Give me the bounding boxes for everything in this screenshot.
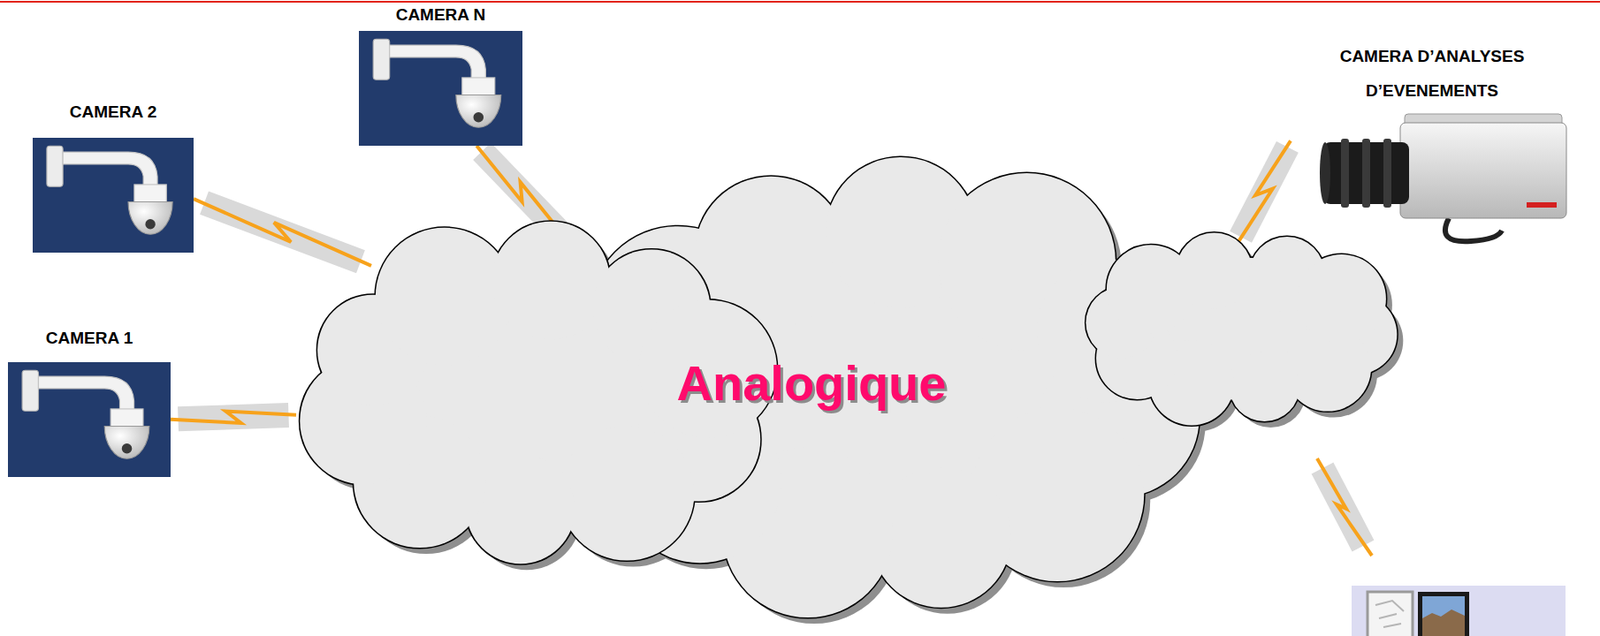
dome-housing <box>462 77 496 97</box>
camera-label: CAMERA N <box>358 4 523 26</box>
cloud-fill <box>1085 233 1397 427</box>
lens-ring <box>1340 138 1349 208</box>
camera-node: CAMERA 2 <box>32 99 194 253</box>
camera-body <box>1400 122 1567 219</box>
cloud-bump <box>559 426 695 562</box>
network-label: Analogique <box>677 354 947 412</box>
wall-plate <box>373 38 390 80</box>
wireless-link-icon <box>1317 458 1372 557</box>
monitor-wall <box>1351 586 1566 636</box>
dome-bubble <box>456 94 502 128</box>
camera-label: CAMERA 2 <box>32 101 194 123</box>
screen-photo <box>1422 609 1465 636</box>
lens-front <box>1319 142 1331 205</box>
brand-mark <box>1526 202 1557 208</box>
wall-plate <box>22 370 39 412</box>
dome-housing <box>134 184 167 204</box>
dome-housing <box>110 409 144 428</box>
camera-label: CAMERA 1 <box>12 327 167 350</box>
wall-plate <box>46 145 63 187</box>
lens-ring <box>1383 138 1392 208</box>
wireless-link <box>170 411 297 423</box>
network-cloud: Analogique <box>296 150 1402 633</box>
cloud-bump <box>1297 254 1387 343</box>
lightning-bolt <box>1317 458 1372 557</box>
screen-photo <box>1422 596 1465 636</box>
link-band <box>178 415 290 420</box>
monitor-screen <box>1417 592 1470 636</box>
cloud-bump <box>1229 351 1300 422</box>
mount-arm <box>389 45 487 80</box>
cloud-bump <box>491 221 610 341</box>
top-rule <box>0 0 1600 3</box>
cloud-bump <box>375 228 514 366</box>
cloud-bump <box>1176 233 1253 310</box>
dome-bubble <box>104 426 150 459</box>
camera-node: CAMERA N <box>358 0 523 146</box>
cloud-bump <box>1229 351 1300 422</box>
camera-node: CAMERA D’ANALYSES D’EVENEMENTS <box>1290 38 1574 253</box>
cloud-fill <box>579 157 1199 618</box>
box-camera-image <box>1316 106 1571 253</box>
camera-node: CAMERA 1 <box>7 325 171 478</box>
camera-backdrop <box>7 362 171 478</box>
cloud-outline <box>579 157 1199 618</box>
cloud-bump <box>1176 233 1253 310</box>
cloud-outline <box>1085 233 1397 427</box>
cloud-bump <box>375 228 514 366</box>
monitor-screen <box>1367 592 1413 636</box>
link-band <box>1322 468 1364 547</box>
mount-arm <box>62 152 158 187</box>
wireless-link <box>1237 140 1291 244</box>
link-band <box>204 203 361 263</box>
monitor-backdrop <box>1351 586 1566 636</box>
link-band <box>1241 146 1288 237</box>
camera-label: CAMERA D’ANALYSES D’EVENEMENTS <box>1312 38 1552 108</box>
dome-camera-image <box>7 362 171 478</box>
camera-backdrop <box>358 30 523 146</box>
dome-bubble <box>128 201 173 235</box>
wireless-link <box>193 198 372 267</box>
cloud-bump <box>491 221 610 341</box>
dome-camera-image <box>358 30 523 146</box>
camera-cable <box>1445 218 1502 242</box>
dome-lens <box>473 112 485 123</box>
screen-sketch <box>1375 601 1404 628</box>
lens-ring <box>1362 138 1371 208</box>
cloud-bump <box>559 426 695 562</box>
dome-camera-image <box>32 137 194 253</box>
cloud-bump <box>1297 254 1387 343</box>
dome-lens <box>144 219 155 230</box>
dome-lens <box>121 443 133 455</box>
camera-backdrop <box>32 137 194 253</box>
mount-arm <box>38 376 135 412</box>
